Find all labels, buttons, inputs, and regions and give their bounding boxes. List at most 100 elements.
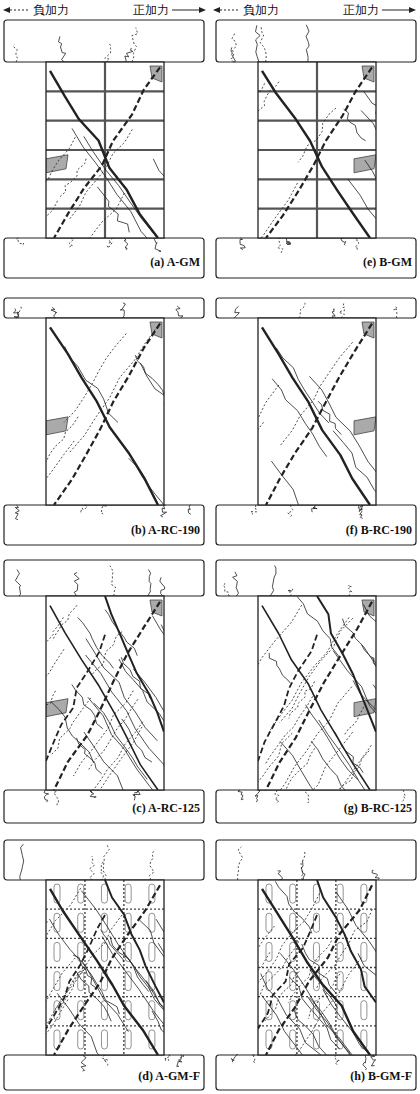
crack-line	[51, 307, 57, 318]
crack-line	[46, 1000, 68, 1055]
crack-line	[240, 238, 245, 250]
mortar-joint	[46, 1025, 164, 1026]
panel-caption: (a) A-GM	[149, 256, 201, 268]
block-slot	[266, 913, 272, 932]
crack-line	[238, 790, 244, 800]
base-beam	[4, 1055, 204, 1090]
direction-label: 正加力	[133, 4, 169, 16]
crack-line	[135, 355, 164, 397]
crack-line	[270, 566, 276, 597]
wall-specimen	[196, 840, 420, 1094]
crack-line	[46, 201, 58, 238]
crack-line	[258, 893, 320, 985]
crack-line	[54, 324, 160, 505]
crack-line	[74, 572, 79, 596]
crack-line	[348, 179, 376, 238]
crack-line	[334, 731, 363, 772]
block-slot	[101, 1030, 107, 1049]
block-slot	[101, 1001, 107, 1020]
crack-line	[165, 1055, 171, 1061]
panel-caption: (c) A-RC-125	[131, 802, 201, 814]
crack-line	[46, 649, 64, 707]
crack-line	[258, 938, 300, 1005]
crack-line	[306, 25, 309, 62]
crack-line	[334, 1055, 339, 1066]
crack-line	[302, 861, 306, 880]
crack-line	[311, 741, 356, 790]
crack-line	[133, 790, 138, 797]
crack-line	[266, 67, 372, 238]
mortar-joint	[258, 938, 376, 939]
crack-line	[122, 719, 152, 762]
crack-line	[280, 742, 351, 791]
crack-line	[107, 238, 113, 248]
block-slot	[54, 972, 60, 991]
crack-line	[359, 505, 363, 512]
direction-label: 負加力	[243, 4, 279, 16]
crack-line	[316, 909, 372, 989]
crack-line	[49, 193, 125, 238]
crack-line	[81, 1055, 86, 1071]
crack-line	[275, 881, 312, 933]
crack-line	[278, 871, 283, 880]
mortar-joint	[123, 880, 124, 1055]
crack-line	[59, 36, 66, 62]
wall-panel	[258, 880, 376, 1055]
crack-line	[261, 974, 328, 1055]
crack-line	[14, 309, 19, 318]
crack-line	[262, 71, 370, 238]
mortar-joint	[104, 62, 106, 238]
crack-line	[44, 790, 48, 802]
crack-line	[333, 431, 376, 505]
crack-line	[134, 790, 140, 800]
crack-line	[105, 44, 111, 62]
crack-line	[50, 71, 158, 238]
block-slot	[149, 1001, 155, 1020]
block-slot	[361, 1001, 367, 1020]
wall-panel	[46, 880, 164, 1055]
wall-outline	[46, 880, 164, 1055]
crack-line	[140, 363, 164, 450]
crack-line	[258, 82, 279, 115]
block-slot	[54, 913, 60, 932]
crack-line	[176, 306, 183, 318]
block-slot	[361, 913, 367, 932]
crack-line	[54, 885, 160, 1055]
panel-caption: (f) B-RC-190	[345, 524, 413, 536]
spalled-area	[354, 699, 376, 717]
crack-line	[72, 128, 155, 238]
crack-line	[355, 238, 359, 250]
crack-line	[125, 48, 133, 62]
crack-line	[154, 238, 161, 251]
crack-line	[90, 790, 96, 798]
wall-panel	[46, 318, 164, 505]
block-slot	[149, 942, 155, 961]
crack-line	[188, 505, 191, 514]
crack-line	[258, 635, 317, 761]
crack-line	[69, 238, 73, 247]
crack-line	[266, 602, 372, 790]
crack-line	[46, 888, 81, 1007]
crack-line	[52, 605, 77, 640]
crack-line	[231, 1054, 237, 1062]
crack-line	[105, 596, 164, 732]
crack-line	[394, 306, 398, 318]
wall-outline	[258, 318, 376, 505]
crack-line	[305, 790, 310, 803]
block-slot	[78, 1030, 84, 1049]
block-slot	[125, 884, 131, 903]
crack-line	[262, 995, 351, 1055]
mortar-joint	[316, 62, 318, 238]
block-slot	[54, 942, 60, 961]
crack-line	[50, 889, 158, 1055]
crack-line	[233, 572, 239, 596]
mortar-joint	[296, 880, 297, 1055]
wall-outline	[258, 62, 376, 238]
crack-line	[153, 159, 164, 235]
crack-line	[284, 745, 372, 790]
wall-outline	[258, 596, 376, 790]
crack-line	[281, 342, 353, 445]
crack-line	[179, 1055, 184, 1062]
crack-line	[161, 505, 167, 517]
